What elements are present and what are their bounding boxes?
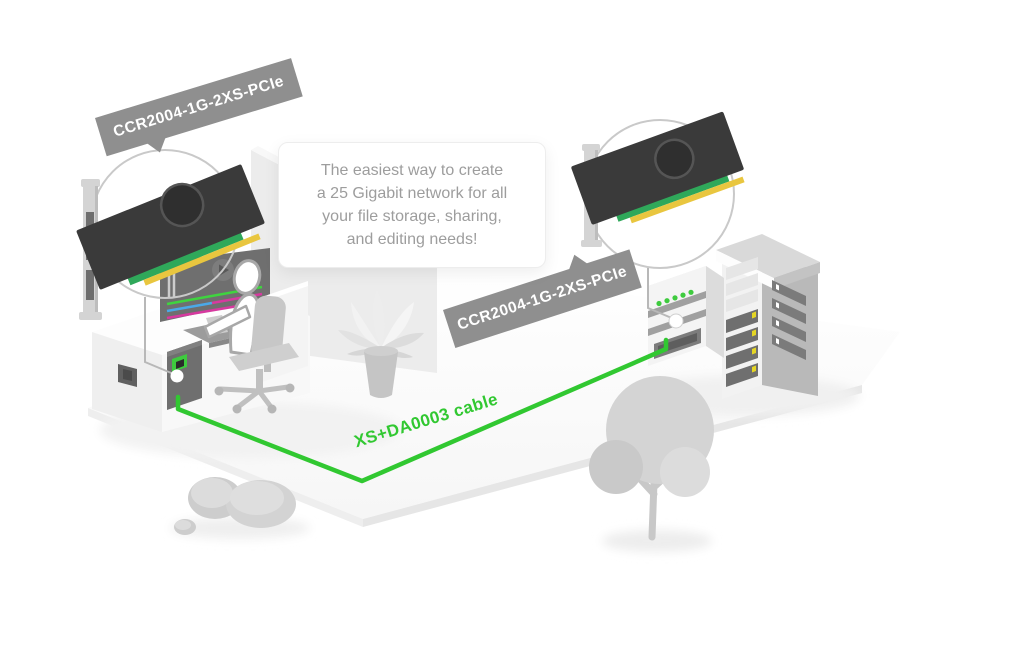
pc-tower <box>167 340 202 410</box>
speech-bubble: The easiest way to create a 25 Gigabit n… <box>278 142 546 268</box>
tree-shadow <box>602 530 712 552</box>
rack-drive-panels <box>726 309 758 387</box>
connector-line-left <box>144 297 177 376</box>
person-head <box>232 259 262 295</box>
server-rack <box>716 234 820 399</box>
pcie-card-left <box>76 164 265 320</box>
card-board <box>76 164 265 290</box>
person <box>203 259 262 357</box>
rack-blank-panels <box>726 257 758 312</box>
server-led-indicators <box>656 289 694 307</box>
fan-icon <box>654 138 695 180</box>
pc-port-dot <box>170 369 184 383</box>
bubble-line: a 25 Gigabit network for all <box>316 184 508 202</box>
rocks <box>174 477 296 535</box>
potted-plant <box>338 290 424 398</box>
fan-icon <box>159 182 205 228</box>
bubble-line: The easiest way to create <box>320 161 504 179</box>
person-arm <box>203 304 252 339</box>
office-chair <box>214 295 299 414</box>
connector-line-right <box>647 268 675 320</box>
card-edge-connector-gold <box>143 233 261 286</box>
desk-side-vent <box>118 364 137 387</box>
card-edge-connector-gold <box>629 176 745 224</box>
pcie-card-right <box>571 111 745 247</box>
network-cable <box>175 337 669 484</box>
bubble-line: and editing needs! <box>346 231 478 249</box>
bubble-line: your file storage, sharing, <box>322 208 502 225</box>
server-port-dot <box>668 313 684 329</box>
tree <box>589 376 714 541</box>
rack-side-slots <box>772 280 806 360</box>
